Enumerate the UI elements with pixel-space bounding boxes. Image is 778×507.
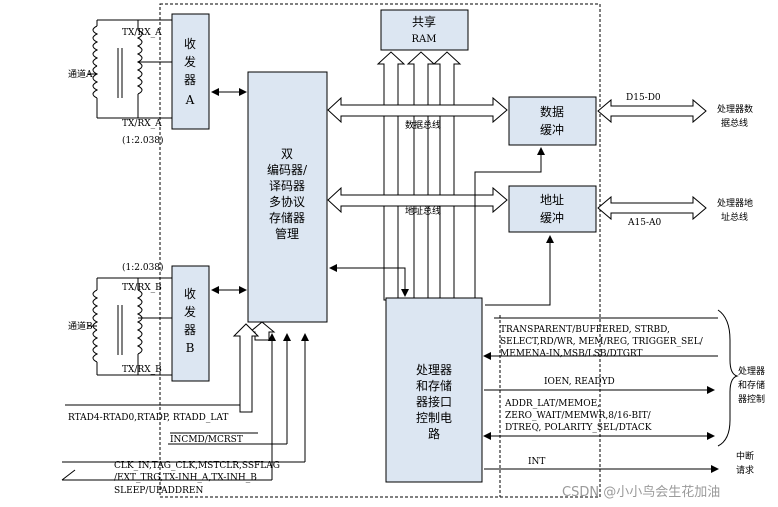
link-codec-processor — [329, 264, 409, 297]
chip-boundary — [159, 3, 601, 498]
codec-input-arrows — [248, 321, 309, 480]
codec-block: 双 编码器/ 译码器 多协议 存储器 管理 — [247, 71, 328, 323]
ratio-a-label: (1:2.038) — [122, 135, 164, 146]
ctrl-to-data-buffer — [474, 147, 545, 300]
transceiver-a-line-0: 收 — [184, 37, 196, 51]
processor-if-line-4: 路 — [428, 426, 440, 441]
txrx-b-bottom-label: TX/RX_B — [122, 365, 162, 375]
processor-if-line-0: 处理器 — [416, 363, 452, 377]
cpu-data-bus-line-0: 处理器数 — [717, 103, 753, 115]
transceiver-a-line-3: A — [185, 93, 195, 107]
cpu-data-bus-line-1: 据总线 — [721, 117, 748, 129]
data-bus-label: 数据总线 — [405, 119, 441, 131]
shared-ram-line-1: RAM — [412, 34, 437, 45]
transceiver-b-block: 收 发 器 B — [171, 265, 210, 382]
cpu-addr-bus-arrow — [597, 195, 707, 221]
cpu-ctrl-line-0: 处理器 — [738, 365, 765, 377]
txrx-b-top-label: TX/RX_B — [122, 283, 162, 293]
ctrl-group2-line-2: DTREQ, POLARITY_SEL/DTACK — [505, 423, 652, 433]
codec-line-2: 译码器 — [269, 179, 305, 193]
transceiver-b-line-1: 发 — [184, 304, 196, 319]
ioen-label: IOEN, READYD — [544, 377, 615, 387]
processor-interface-block: 处理器 和存储 器接口 控制电 路 — [385, 297, 483, 483]
a15-label: A15-A0 — [627, 218, 661, 228]
clk-line-2: SLEEP/UPADDREN — [114, 486, 203, 496]
codec-line-3: 多协议 — [269, 194, 305, 209]
data-buffer-line-1: 缓冲 — [540, 122, 564, 137]
codec-line-1: 编码器/ — [267, 162, 308, 177]
data-buffer-block: 数据 缓冲 — [508, 96, 597, 146]
interrupt-line-0: 中断 — [736, 450, 754, 462]
cpu-addr-bus-line-0: 处理器地 — [717, 197, 753, 209]
addr-buffer-block: 地址 缓冲 — [508, 185, 597, 233]
ctrl-to-addr-buffer — [485, 235, 554, 306]
interrupt-line-1: 请求 — [736, 464, 754, 476]
ctrl-group1-line-2: MEMENA-IN,MSB/LSB/DTGRT — [500, 349, 643, 359]
codec-line-5: 管理 — [275, 226, 299, 241]
channel-b-label: 通道B — [68, 320, 93, 332]
shared-ram-line-0: 共享 — [412, 14, 436, 29]
txrx-a-top-label: TX/RX_A — [122, 28, 162, 38]
ctrl-group2-line-0: ADDR_LAT/MEMOE, — [504, 399, 600, 409]
ctrl-group1-line-1: SELECT,RD/WR, MEM/REG, TRIGGER_SEL/ — [500, 337, 704, 347]
addr-bus-arrow — [327, 186, 508, 214]
shared-ram-block: 共享 RAM — [380, 9, 469, 51]
addr-bus-label: 地址总线 — [405, 205, 441, 217]
transceiver-a-line-2: 器 — [184, 73, 196, 87]
ratio-b-label: (1:2.038) — [122, 262, 164, 273]
ctrl-group2-line-1: ZERO_WAIT/MEMWR,8/16-BIT/ — [505, 411, 652, 421]
transceiver-b-line-0: 收 — [184, 287, 196, 301]
channel-a-label: 通道A — [68, 68, 93, 80]
processor-if-line-3: 控制电 — [416, 411, 452, 425]
ram-vertical-buses — [376, 51, 462, 301]
processor-if-line-2: 器接口 — [416, 394, 452, 409]
ctrl-group1-line-0: TRANSPARENT/BUFFERED, STRBD, — [500, 325, 670, 335]
int-label: INT — [528, 457, 545, 467]
clk-diagonal-left — [61, 469, 76, 481]
transformer-a — [88, 19, 173, 119]
processor-if-line-1: 和存储 — [416, 378, 452, 393]
transceiver-b-line-3: B — [186, 341, 195, 355]
cpu-ctrl-line-1: 和存储 — [738, 379, 765, 391]
incmd-label: INCMD/MCRST — [170, 435, 243, 445]
cpu-data-bus-arrow — [597, 98, 707, 124]
watermark: CSDN @小小鸟会生花加油 — [562, 484, 720, 500]
cpu-ctrl-brace — [717, 309, 739, 447]
rtad-arrow — [232, 323, 260, 413]
codec-line-4: 存储器 — [269, 210, 305, 225]
rtad-label: RTAD4-RTAD0,RTADP, RTADD_LAT — [68, 413, 228, 423]
transceiver-b-line-2: 器 — [184, 323, 196, 337]
data-bus-arrow — [327, 96, 508, 124]
addr-buffer-line-0: 地址 — [540, 193, 564, 207]
data-buffer-line-0: 数据 — [540, 104, 564, 119]
cpu-addr-bus-line-1: 址总线 — [721, 211, 748, 223]
clk-line-0: CLK_IN,TAG_CLK,MSTCLR,SSFLAG — [114, 461, 280, 471]
d15-label: D15-D0 — [626, 93, 661, 103]
codec-line-0: 双 — [281, 147, 293, 161]
addr-buffer-line-1: 缓冲 — [540, 210, 564, 225]
transceiver-a-block: 收 发 器 A — [171, 13, 210, 130]
transceiver-a-line-1: 发 — [184, 54, 196, 69]
cpu-ctrl-line-2: 器控制 — [738, 393, 765, 405]
clk-line-1: /EXT_TRG,TX-INH_A,TX-INH_B — [114, 473, 257, 483]
txrx-a-bottom-label: TX/RX_A — [122, 119, 162, 129]
